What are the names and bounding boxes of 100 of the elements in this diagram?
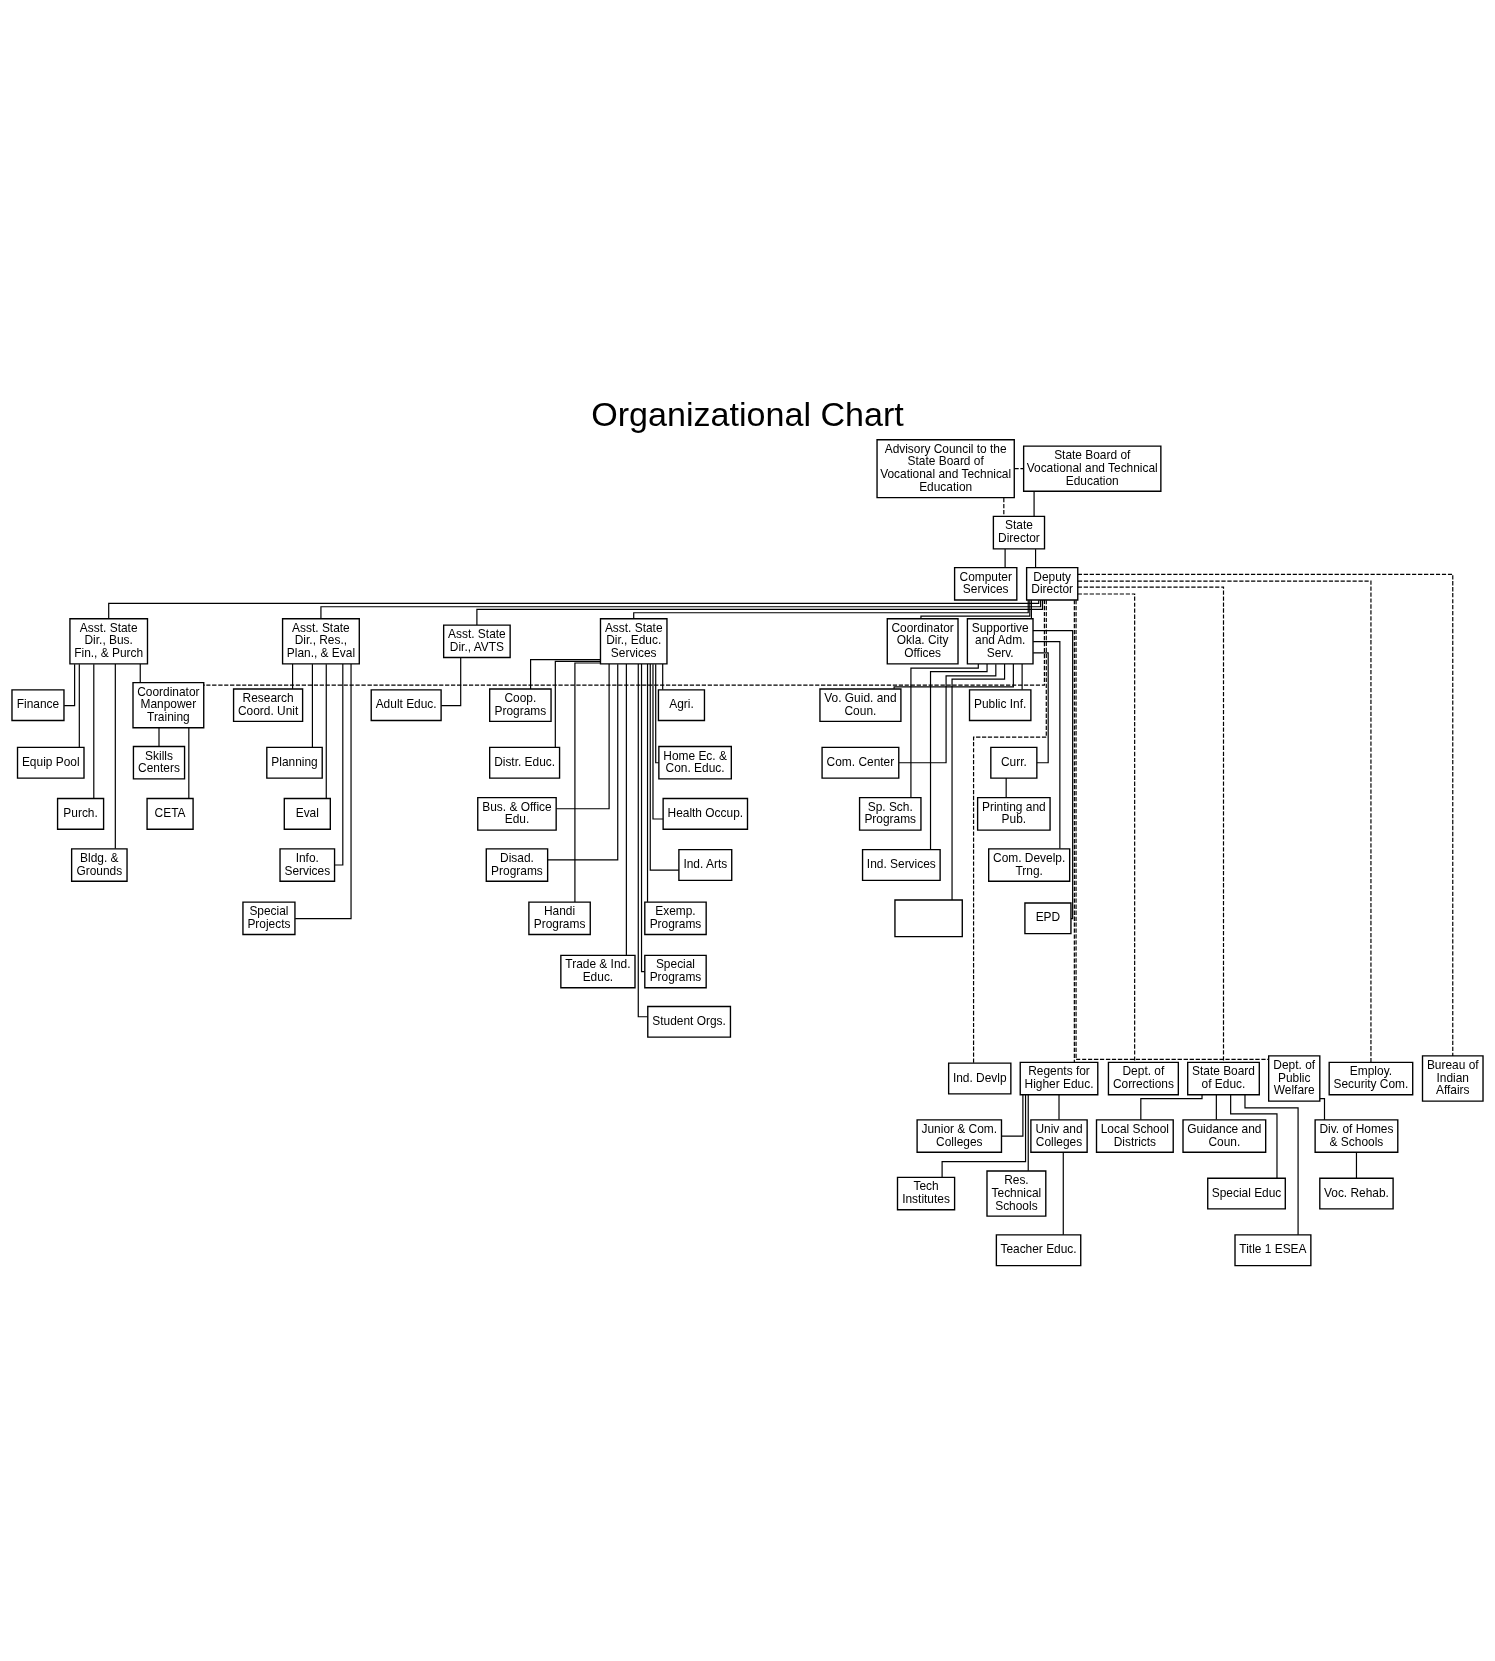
connector [972,599,1047,1064]
connector [63,663,76,707]
connector [188,727,190,800]
connector [646,663,649,903]
connector [893,663,1014,690]
node-box [894,899,963,938]
connector [1077,586,1225,1063]
connector [929,663,988,851]
connector [1077,580,1372,1063]
connector [1058,1094,1060,1121]
node-box: Agri. [657,689,706,722]
node-box: Univ and Colleges [1030,1119,1088,1153]
connector [440,656,462,707]
node-box: Equip Pool [16,746,85,779]
node-box: Vo. Guid. and Coun. [819,688,902,723]
node-box: Health Occup. [662,797,749,830]
node-box: Sp. Sch. Programs [858,797,922,831]
connector [1033,490,1035,517]
node-box: Asst. State Dir., AVTS [443,624,511,659]
node-box: Regents for Higher Educ. [1019,1061,1099,1096]
node-box: Bureau of Indian Affairs [1421,1055,1484,1102]
connector [1319,1097,1326,1121]
node-box: Skills Centers [132,745,186,780]
node-box: Asst. State Dir., Res., Plan., & Eval [281,618,360,665]
node-box: Supportive and Adm. Serv. [966,618,1034,665]
connector [574,662,601,903]
connector [920,599,1031,620]
connector [1073,599,1075,1063]
connector [530,659,601,690]
node-box: Deputy Director [1025,566,1079,601]
connector [649,663,680,871]
node-box: Printing and Pub. [976,797,1051,831]
connector [1244,1094,1299,1236]
node-box: Eval [283,797,331,830]
node-box: Coordinator Okla. City Offices [886,618,959,665]
connector [1001,1094,1024,1137]
connector [1004,548,1006,568]
node-box: Ind. Devlp [947,1062,1012,1095]
connector [941,1094,1027,1178]
connector [547,663,619,861]
connector [78,663,80,748]
node-box: Local School Districts [1095,1119,1174,1153]
node-box: Special Programs [644,954,707,989]
connector [1005,777,1007,799]
node-box: Planning [266,746,323,779]
node-box: CETA [146,797,194,830]
node-box: Handi Programs [528,901,591,936]
node-box: Com. Center [821,746,900,779]
connector [1077,573,1454,1057]
connector [555,663,610,810]
connector [898,663,997,764]
connector [652,663,664,820]
connector [1030,599,1032,620]
connector [311,663,313,748]
node-box: Special Projects [242,901,296,936]
node-box: Student Orgs. [647,1005,732,1038]
connector [554,660,602,748]
connector [1355,1151,1358,1179]
node-box: Employ. Security Com. [1328,1061,1414,1096]
node-box: Purch. [56,797,105,830]
node-box: Com. Develp. Trng. [988,848,1071,882]
connector [951,663,1006,901]
connector [325,663,327,800]
node-box: Asst. State Dir., Educ. Services [599,618,668,665]
connector [662,663,664,691]
connector [1032,641,1061,850]
connector [139,663,141,684]
node-box: Finance [11,689,65,722]
node-box: Ind. Arts [678,849,733,882]
node-box: Home Ec. & Con. Educ. [658,745,732,780]
node-box: Computer Services [953,566,1018,601]
connector [1021,663,1023,691]
connector [93,663,95,800]
node-box: Trade & Ind. Educ. [560,954,636,989]
node-box: Info. Services [279,848,336,882]
node-box: State Board of Educ. [1187,1061,1260,1096]
node-box: EPD [1024,902,1072,935]
node-box: Tech Institutes [896,1176,956,1211]
connector [333,663,344,866]
node-box: Disad. Programs [485,848,549,882]
node-box: Special Educ [1207,1177,1286,1210]
node-box: Dept. of Public Welfare [1268,1055,1321,1102]
connector [1062,1151,1064,1236]
connector [1034,548,1037,568]
node-box: Curr. [990,746,1038,779]
connector [320,599,1042,620]
connector [476,599,1044,626]
node-box: Res. Technical Schools [986,1170,1047,1217]
node-box: Adult Educ. [370,689,442,722]
node-box: Advisory Council to the State Board of Vocational and Technical Education [876,439,1015,499]
connector [1077,593,1136,1063]
connector [158,727,160,747]
node-box: Public Inf. [968,689,1032,722]
connector [655,663,660,764]
connector [640,663,646,973]
connector [292,663,294,690]
connector [294,663,352,920]
node-box: Junior & Com. Colleges [916,1119,1003,1153]
node-box: Asst. State Dir., Bus. Fin., & Purch [69,618,149,665]
node-box: Guidance and Coun. [1182,1119,1267,1153]
